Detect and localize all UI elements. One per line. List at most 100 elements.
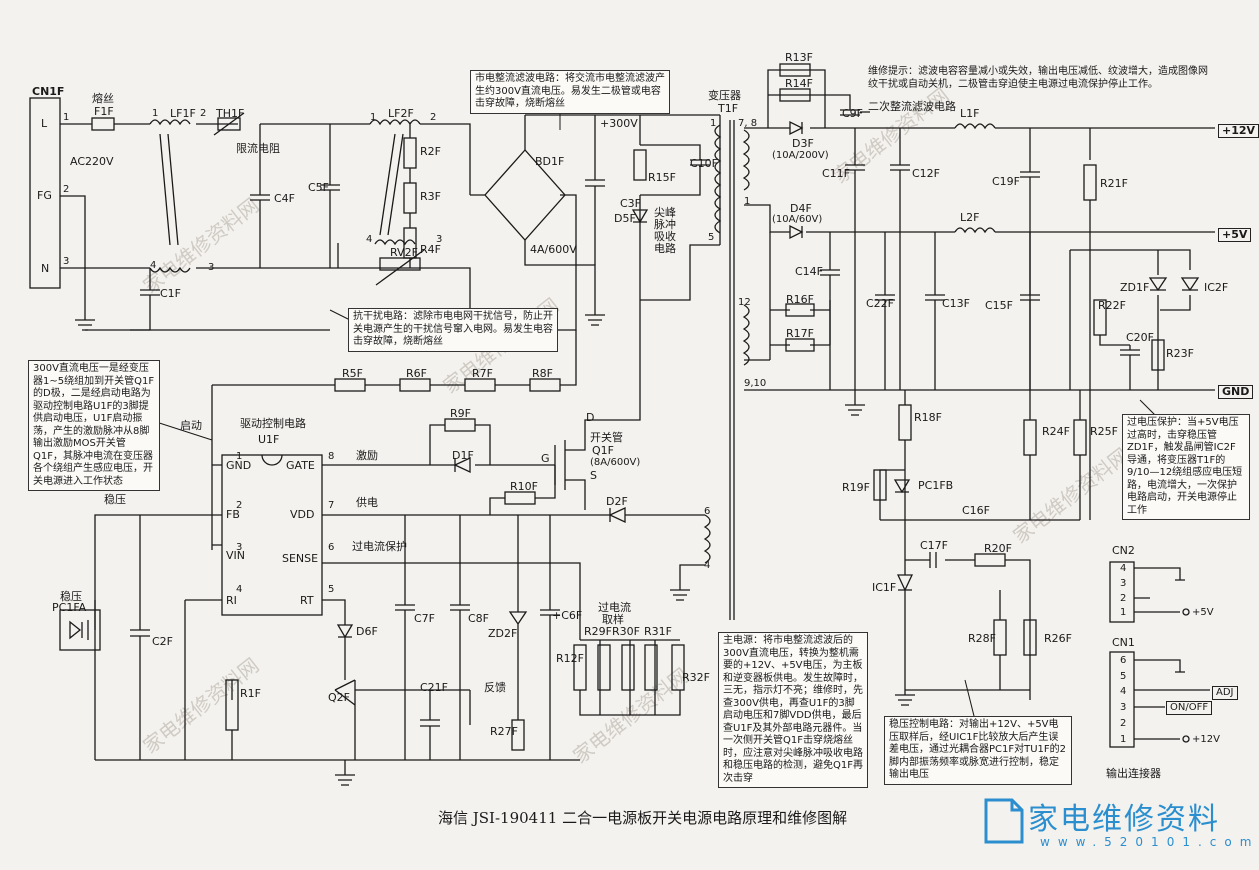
cn1-label: CN1 <box>1112 636 1135 649</box>
pin-fb-label: FB <box>226 508 240 521</box>
note-main: 主电源：将市电整流滤波后的300V直流电压，转换为整机需要的+12V、+5V电压… <box>718 632 868 788</box>
pin-number: 12 <box>738 297 751 308</box>
cn1-pin: 3 <box>1120 702 1127 713</box>
controller-title: 驱动控制电路 <box>240 417 306 430</box>
bridge-rating-label: 4A/600V <box>530 243 577 256</box>
sense-title: 过电流 <box>598 601 631 614</box>
pin-number: 2 <box>236 500 243 511</box>
r10f-label: R10F <box>510 480 538 493</box>
pin-number: 4 <box>704 560 711 571</box>
note-regulation: 稳压控制电路：对输出+12V、+5V电压取样后，经UIC1F比较放大后产生误差电… <box>884 716 1072 785</box>
gnd-label: GND <box>1218 385 1254 399</box>
cn2-pin: 4 <box>1120 563 1127 574</box>
c5f-label: C5F <box>308 181 330 194</box>
pin-fg-label: FG <box>37 189 52 202</box>
pin-gate-label: GATE <box>286 459 315 472</box>
r16f-label: R16F <box>786 293 814 306</box>
c11f-label: C11F <box>822 167 851 180</box>
cn1-pin: 5 <box>1120 671 1127 682</box>
d4f-label: D4F <box>790 202 812 215</box>
pin-number: 1 <box>370 112 377 123</box>
c22f-label: C22F <box>866 297 895 310</box>
output-connector-title: 输出连接器 <box>1106 767 1161 780</box>
r22f-label: R22F <box>1098 299 1126 312</box>
pin-number: 7 <box>328 500 335 511</box>
out-5v-label: +5V <box>1218 228 1252 242</box>
pin-number: 2 <box>63 184 70 195</box>
supply-label: 供电 <box>356 496 378 509</box>
c20f-label: C20F <box>1126 331 1155 344</box>
pin-sense-label: SENSE <box>282 552 319 565</box>
pin-number: 5 <box>708 232 715 243</box>
r9f-label: R9F <box>450 407 471 420</box>
d2f-label: D2F <box>606 495 628 508</box>
pin-number: 3 <box>63 256 70 267</box>
c21f-label: C21F <box>420 681 449 694</box>
cn1-pin: 6 <box>1120 655 1127 666</box>
note-emi: 抗干扰电路：滤除市电电网干扰信号，防止开关电源产生的干扰信号窜入电网。易发生电容… <box>348 308 558 352</box>
r20f-label: R20F <box>984 542 1012 555</box>
c14f-label: C14F <box>795 265 824 278</box>
note-rectifier: 市电整流滤波电路：将交流市电整流滤波产生约300V直流电压。易发生二极管或电容击… <box>470 70 670 114</box>
q1f-drain: D <box>586 411 595 424</box>
r26f-label: R26F <box>1044 632 1072 645</box>
pin-ri-label: RI <box>226 594 237 607</box>
r29f-label: R29F <box>584 625 612 638</box>
c4f-label: C4F <box>274 192 296 205</box>
q1f-gate: G <box>541 452 550 465</box>
cn2-5v-label: +5V <box>1192 607 1214 618</box>
dc300-label: +300V <box>600 117 638 130</box>
q1f-title: 开关管 <box>590 431 623 444</box>
pin-vdd-label: VDD <box>290 508 315 521</box>
d6f-label: D6F <box>356 625 378 638</box>
pin-number: 4 <box>236 584 243 595</box>
pin-number: 3 <box>436 234 443 245</box>
c2f-label: C2F <box>152 635 174 648</box>
adj-label: ADJ <box>1212 686 1238 700</box>
pc1fa-label: PC1FA <box>52 601 87 614</box>
c9f-label: C9F <box>842 107 864 120</box>
c15f-label: C15F <box>985 299 1014 312</box>
r19f-label: R19F <box>842 481 870 494</box>
cn2-pin: 3 <box>1120 578 1127 589</box>
lf2f-label: LF2F <box>388 107 414 120</box>
r3f-label: R3F <box>420 190 441 203</box>
pin-number: 1 <box>152 108 159 119</box>
r8f-label: R8F <box>532 367 553 380</box>
th1f-label: TH1F <box>216 107 245 120</box>
r1f-label: R1F <box>240 687 261 700</box>
pin-rt-label: RT <box>300 594 314 607</box>
onoff-label: ON/OFF <box>1166 701 1213 715</box>
bd1f-label: BD1F <box>535 155 565 168</box>
r18f-label: R18F <box>914 411 942 424</box>
r23f-label: R23F <box>1166 347 1194 360</box>
pin-vin-label: VIN <box>226 549 245 562</box>
pin-gnd-label: GND <box>226 459 252 472</box>
r14f-label: R14F <box>785 77 813 90</box>
c3f-label: C3F <box>620 197 642 210</box>
pin-number: 4 <box>366 234 373 245</box>
pin-number: 1 <box>63 112 70 123</box>
note-startup: 300V直流电压一是经变压器1~5绕组加到开关管Q1F的D极，二是经启动电路为驱… <box>28 360 160 491</box>
note-ovp: 过电压保护：当+5V电压过高时，击穿稳压管ZD1F，触发晶闸管IC2F导通，将变… <box>1122 414 1250 520</box>
pin-number: 4 <box>150 260 157 271</box>
u1f-label: U1F <box>258 433 280 446</box>
pc1fa-title: 稳压 <box>60 590 82 603</box>
sense-title2: 取样 <box>602 613 624 626</box>
q2f-label: Q2F <box>328 691 350 704</box>
r12f-label: R12F <box>556 652 584 665</box>
c16f-label: C16F <box>962 504 991 517</box>
pin-number: 2 <box>200 108 207 119</box>
r21f-label: R21F <box>1100 177 1128 190</box>
site-logo: 家电维修资料 www.520101.com <box>980 790 1251 860</box>
d5f-label: D5F <box>614 212 636 225</box>
cn1-12v-label: +12V <box>1192 734 1220 745</box>
pin-number: 2 <box>430 112 437 123</box>
pin-number: 6 <box>704 506 711 517</box>
pin-number: 3 <box>208 262 215 273</box>
mains-voltage-label: AC220V <box>70 155 114 168</box>
q1f-label: Q1F <box>592 444 614 457</box>
c10f-label: C10F <box>690 157 719 170</box>
d3f-label: D3F <box>792 137 814 150</box>
